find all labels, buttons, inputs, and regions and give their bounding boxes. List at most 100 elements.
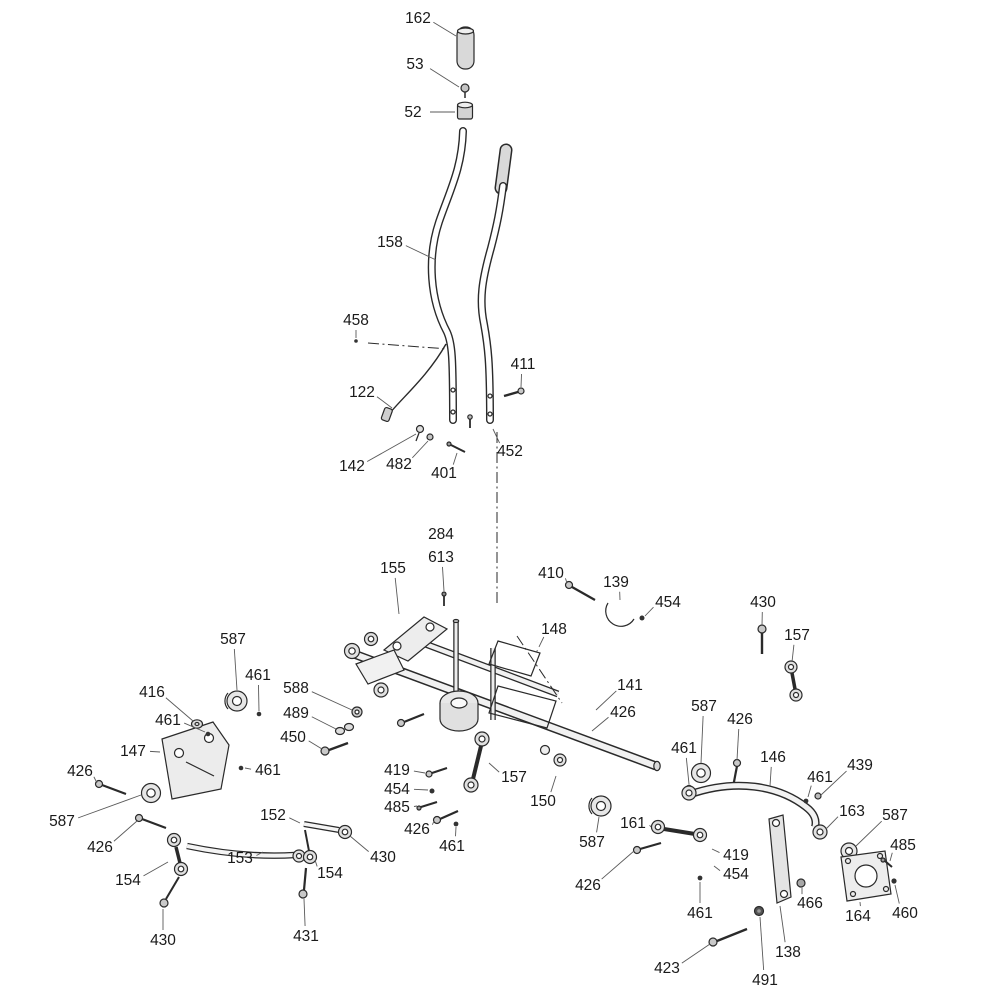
- part-number-label: 454: [723, 866, 749, 883]
- leader-line: [405, 245, 437, 261]
- leader-line: [596, 816, 600, 833]
- part-number-label: 142: [339, 458, 365, 475]
- part-number-label: 163: [839, 803, 865, 820]
- part-number-label: 491: [752, 972, 778, 989]
- part-number-label: 452: [497, 443, 523, 460]
- part-number-label: 613: [428, 549, 454, 566]
- leader-line: [889, 852, 893, 862]
- leader-line: [311, 691, 353, 711]
- part-number-label: 461: [245, 667, 271, 684]
- leader-line: [452, 452, 458, 465]
- part-number-label: 426: [610, 704, 636, 721]
- leader-line: [595, 690, 617, 711]
- leader-line: [244, 767, 252, 770]
- part-number-label: 461: [439, 838, 465, 855]
- part-number-label: 164: [845, 908, 871, 925]
- part-number-label: 460: [892, 905, 918, 922]
- part-number-label: 430: [150, 932, 176, 949]
- leader-line: [413, 805, 418, 807]
- leader-line: [433, 21, 457, 37]
- leader-line: [349, 835, 369, 852]
- part-number-label: 458: [343, 312, 369, 329]
- part-number-label: 161: [620, 815, 646, 832]
- part-number-label: 482: [386, 456, 412, 473]
- leader-line: [700, 715, 704, 764]
- part-number-label: 587: [220, 631, 246, 648]
- leader-line: [601, 850, 635, 880]
- part-number-label: 419: [723, 847, 749, 864]
- part-number-label: 423: [654, 960, 680, 977]
- part-number-label: 157: [784, 627, 810, 644]
- leader-line: [303, 898, 306, 927]
- part-number-label: 587: [691, 698, 717, 715]
- part-number-label: 150: [530, 793, 556, 810]
- part-number-label: 426: [404, 821, 430, 838]
- leader-line: [681, 943, 711, 964]
- part-number-label: 485: [384, 799, 410, 816]
- leader-line: [233, 648, 238, 691]
- upper-lever-assembly: [354, 26, 525, 606]
- part-number-label: 430: [750, 594, 776, 611]
- part-number-label: 122: [349, 384, 375, 401]
- part-number-label: 141: [617, 677, 643, 694]
- part-number-label: 588: [283, 680, 309, 697]
- part-number-label: 430: [370, 849, 396, 866]
- exploded-view-artwork: [94, 26, 897, 947]
- part-number-label: 426: [727, 711, 753, 728]
- part-number-label: 157: [501, 769, 527, 786]
- leader-line: [564, 578, 568, 584]
- part-number-label: 158: [377, 234, 403, 251]
- central-assembly: [343, 580, 708, 881]
- right-linkage: [681, 624, 897, 947]
- leader-line: [376, 396, 393, 409]
- part-number-label: 454: [655, 594, 681, 611]
- leader-line: [685, 757, 690, 785]
- part-number-label: 416: [139, 684, 165, 701]
- leader-line: [165, 697, 194, 722]
- part-number-label: 431: [293, 928, 319, 945]
- part-number-label: 401: [431, 465, 457, 482]
- leader-line: [649, 824, 652, 828]
- leader-line: [149, 750, 161, 753]
- part-number-label: 154: [115, 872, 141, 889]
- part-number-label: 587: [579, 834, 605, 851]
- part-number-label: 419: [384, 762, 410, 779]
- part-number-label: 461: [155, 712, 181, 729]
- part-number-label: 439: [847, 757, 873, 774]
- part-number-label: 148: [541, 621, 567, 638]
- part-number-label: 461: [255, 762, 281, 779]
- part-number-label: 489: [283, 705, 309, 722]
- part-number-label: 53: [406, 56, 423, 73]
- leader-line: [820, 770, 847, 796]
- part-number-label: 410: [538, 565, 564, 582]
- leader-line: [413, 788, 429, 791]
- leader-line: [311, 716, 337, 730]
- leader-line: [769, 766, 772, 787]
- leader-line: [894, 884, 900, 904]
- part-number-label: 154: [317, 865, 343, 882]
- part-number-label: 461: [807, 769, 833, 786]
- leader-line: [394, 577, 400, 615]
- leader-lines: [77, 21, 900, 971]
- leader-line: [736, 728, 740, 761]
- part-number-label: 153: [227, 850, 253, 867]
- part-number-label: 485: [890, 837, 916, 854]
- part-number-label: 162: [405, 10, 431, 27]
- leader-line: [314, 859, 318, 867]
- leader-line: [77, 794, 142, 819]
- leader-line: [492, 428, 501, 444]
- part-number-label: 284: [428, 526, 454, 543]
- leader-line: [289, 817, 301, 824]
- leader-line: [759, 916, 765, 971]
- leader-line: [535, 636, 545, 654]
- leader-line: [256, 851, 264, 856]
- leader-line: [520, 373, 522, 388]
- leader-line: [644, 606, 654, 617]
- leader-line: [550, 775, 557, 793]
- leader-line: [258, 684, 260, 712]
- part-number-label: 466: [797, 895, 823, 912]
- part-number-label: 52: [404, 104, 421, 121]
- leader-line: [807, 785, 812, 798]
